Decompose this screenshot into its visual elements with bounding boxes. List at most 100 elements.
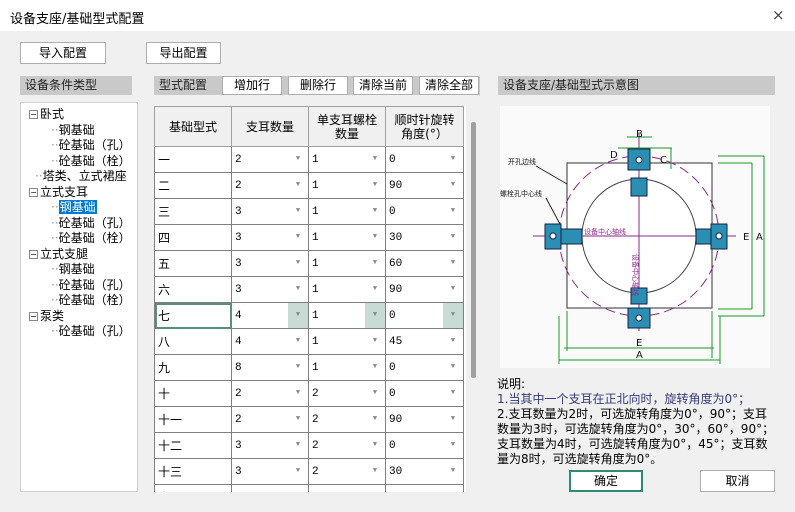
ear-count-select[interactable]: 4▼ bbox=[231, 302, 309, 329]
grid-scrollbar[interactable] bbox=[471, 122, 476, 378]
rotation-select[interactable]: 90▼ bbox=[385, 406, 464, 433]
rotation-select[interactable]: 0▼ bbox=[385, 302, 464, 329]
ok-button[interactable]: 确定 bbox=[569, 470, 643, 492]
type-cell[interactable]: 七 bbox=[154, 302, 232, 329]
dropdown-arrow-icon[interactable]: ▼ bbox=[288, 485, 308, 492]
type-cell[interactable]: 十二 bbox=[154, 432, 232, 459]
tree-item[interactable]: ··钢基础 bbox=[51, 123, 95, 138]
type-cell[interactable]: 十四 bbox=[154, 484, 232, 492]
rotation-select[interactable]: 30▼ bbox=[385, 458, 464, 485]
type-cell[interactable]: 一 bbox=[154, 146, 232, 173]
type-cell[interactable]: 二 bbox=[154, 172, 232, 199]
tree-item[interactable]: −卧式 bbox=[29, 107, 64, 122]
dropdown-arrow-icon[interactable]: ▼ bbox=[365, 485, 385, 492]
ear-count-select[interactable]: 8▼ bbox=[231, 354, 309, 381]
collapse-icon[interactable]: − bbox=[29, 249, 38, 259]
export-config-button[interactable]: 导出配置 bbox=[146, 42, 221, 64]
type-cell[interactable]: 四 bbox=[154, 224, 232, 251]
bolt-count-select[interactable]: 1▼ bbox=[308, 224, 386, 251]
ear-count-select[interactable]: 3▼ bbox=[231, 458, 309, 485]
dropdown-arrow-icon[interactable]: ▼ bbox=[295, 441, 301, 449]
tree-item[interactable]: ··砼基础（孔） bbox=[51, 278, 131, 293]
dropdown-arrow-icon[interactable]: ▼ bbox=[372, 233, 378, 241]
dropdown-arrow-icon[interactable]: ▼ bbox=[450, 415, 456, 423]
column-header-type[interactable]: 基础型式 bbox=[154, 106, 232, 147]
table-row[interactable]: 十四 ▼ ▼ ▼ bbox=[154, 484, 464, 492]
tree-item[interactable]: −立式支腿 bbox=[29, 247, 88, 262]
bolt-count-select[interactable]: 1▼ bbox=[308, 172, 386, 199]
dropdown-arrow-icon[interactable]: ▼ bbox=[443, 485, 463, 492]
tree-item[interactable]: −泵类 bbox=[29, 309, 64, 324]
dropdown-arrow-icon[interactable]: ▼ bbox=[450, 337, 456, 345]
collapse-icon[interactable]: − bbox=[29, 187, 38, 197]
dropdown-arrow-icon[interactable]: ▼ bbox=[443, 303, 463, 328]
bolt-count-select[interactable]: 2▼ bbox=[308, 458, 386, 485]
ear-count-select[interactable]: 2▼ bbox=[231, 380, 309, 407]
tree-item[interactable]: ··塔类、立式裙座 bbox=[35, 169, 127, 184]
dropdown-arrow-icon[interactable]: ▼ bbox=[365, 303, 385, 328]
import-config-button[interactable]: 导入配置 bbox=[20, 42, 106, 64]
dropdown-arrow-icon[interactable]: ▼ bbox=[295, 389, 301, 397]
type-cell[interactable]: 六 bbox=[154, 276, 232, 303]
dropdown-arrow-icon[interactable]: ▼ bbox=[288, 303, 308, 328]
ear-count-select[interactable]: 3▼ bbox=[231, 250, 309, 277]
bolt-count-select[interactable]: 1▼ bbox=[308, 250, 386, 277]
tree-item[interactable]: ··砼基础（栓） bbox=[51, 231, 131, 246]
tree-item[interactable]: ··砼基础（孔） bbox=[51, 138, 131, 153]
bolt-count-select[interactable]: 1▼ bbox=[308, 354, 386, 381]
dropdown-arrow-icon[interactable]: ▼ bbox=[295, 337, 301, 345]
column-header-bolt-count[interactable]: 单支耳螺栓数量 bbox=[308, 106, 386, 147]
dropdown-arrow-icon[interactable]: ▼ bbox=[295, 259, 301, 267]
type-cell[interactable]: 十三 bbox=[154, 458, 232, 485]
rotation-select[interactable]: 0▼ bbox=[385, 432, 464, 459]
type-cell[interactable]: 八 bbox=[154, 328, 232, 355]
ear-count-select[interactable]: 4▼ bbox=[231, 328, 309, 355]
dropdown-arrow-icon[interactable]: ▼ bbox=[450, 181, 456, 189]
rotation-select[interactable]: 45▼ bbox=[385, 328, 464, 355]
cancel-button[interactable]: 取消 bbox=[700, 470, 775, 492]
dropdown-arrow-icon[interactable]: ▼ bbox=[295, 363, 301, 371]
bolt-count-select[interactable]: 2▼ bbox=[308, 380, 386, 407]
bolt-count-select[interactable]: 1▼ bbox=[308, 276, 386, 303]
column-header-ear-count[interactable]: 支耳数量 bbox=[231, 106, 309, 147]
bolt-count-select[interactable]: 2▼ bbox=[308, 432, 386, 459]
ear-count-select[interactable]: ▼ bbox=[231, 484, 309, 492]
rotation-select[interactable]: 0▼ bbox=[385, 380, 464, 407]
dropdown-arrow-icon[interactable]: ▼ bbox=[372, 155, 378, 163]
tree-item[interactable]: ··砼基础（栓） bbox=[51, 293, 131, 308]
dropdown-arrow-icon[interactable]: ▼ bbox=[450, 285, 456, 293]
dropdown-arrow-icon[interactable]: ▼ bbox=[372, 363, 378, 371]
dropdown-arrow-icon[interactable]: ▼ bbox=[450, 207, 456, 215]
bolt-count-select[interactable]: 1▼ bbox=[308, 146, 386, 173]
dropdown-arrow-icon[interactable]: ▼ bbox=[372, 337, 378, 345]
column-header-rotation[interactable]: 顺时针旋转角度(°） bbox=[385, 106, 464, 147]
dropdown-arrow-icon[interactable]: ▼ bbox=[372, 285, 378, 293]
rotation-select[interactable]: 0▼ bbox=[385, 146, 464, 173]
dropdown-arrow-icon[interactable]: ▼ bbox=[295, 467, 301, 475]
bolt-count-select[interactable]: 1▼ bbox=[308, 302, 386, 329]
dropdown-arrow-icon[interactable]: ▼ bbox=[450, 467, 456, 475]
clear-all-button[interactable]: 清除全部 bbox=[419, 76, 479, 95]
ear-count-select[interactable]: 3▼ bbox=[231, 224, 309, 251]
ear-count-select[interactable]: 3▼ bbox=[231, 198, 309, 225]
tree-item[interactable]: ··钢基础 bbox=[51, 200, 97, 215]
dropdown-arrow-icon[interactable]: ▼ bbox=[372, 207, 378, 215]
type-cell[interactable]: 十一 bbox=[154, 406, 232, 433]
rotation-select[interactable]: 60▼ bbox=[385, 250, 464, 277]
dropdown-arrow-icon[interactable]: ▼ bbox=[295, 285, 301, 293]
tree-item[interactable]: −立式支耳 bbox=[29, 185, 88, 200]
ear-count-select[interactable]: 3▼ bbox=[231, 276, 309, 303]
clear-current-button[interactable]: 清除当前 bbox=[353, 76, 413, 95]
type-cell[interactable]: 五 bbox=[154, 250, 232, 277]
tree-item[interactable]: ··砼基础（孔） bbox=[51, 216, 131, 231]
tree-item[interactable]: ··砼基础（栓） bbox=[51, 154, 131, 169]
dropdown-arrow-icon[interactable]: ▼ bbox=[372, 441, 378, 449]
